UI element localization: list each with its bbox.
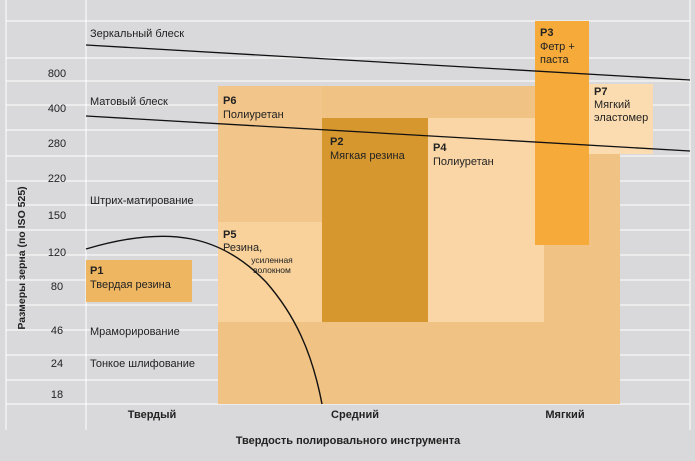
finish-level-label-0: Зеркальный блеск: [90, 28, 184, 40]
finish-level-label-1: Матовый блеск: [90, 96, 168, 108]
hardness-curve: [85, 235, 323, 405]
region-p7-label-1: эластомер: [594, 112, 648, 124]
region-p6: [218, 86, 322, 222]
x-category-label-0: Твердый: [128, 409, 177, 421]
region-p5-label-0: Резина,: [223, 242, 262, 254]
mirror-finish-boundary: [85, 44, 691, 81]
region-p3-id: P3: [540, 27, 553, 39]
region-p1-label-0: Твердая резина: [90, 279, 172, 291]
x-category-label-2: Мягкий: [545, 409, 584, 421]
region-p7-id: P7: [594, 86, 607, 98]
y-tick-label-2: 280: [48, 138, 66, 150]
matte-finish-boundary: [85, 115, 691, 152]
region-p6-id: P6: [223, 95, 236, 107]
y-tick-label-3: 220: [48, 173, 66, 185]
x-category-label-1: Средний: [331, 409, 379, 421]
y-tick-label-9: 18: [51, 389, 63, 401]
region-p3-label-0: Фетр +: [540, 41, 575, 53]
region-p5-label-2: волокном: [253, 265, 291, 275]
region-p6-label-0: Полиуретан: [223, 109, 284, 121]
y-tick-label-5: 120: [48, 247, 66, 259]
region-p5-id: P5: [223, 229, 236, 241]
y-tick-label-4: 150: [48, 210, 66, 222]
x-axis-title: Твердость полировального инструмента: [236, 435, 461, 447]
finish-level-label-4: Тонкое шлифование: [90, 358, 195, 370]
region-p4: [428, 118, 544, 322]
region-p7-label-0: Мягкий: [594, 99, 630, 111]
y-tick-label-6: 80: [51, 281, 63, 293]
tool-regions: [86, 21, 653, 404]
y-tick-label-1: 400: [48, 103, 66, 115]
region-p2-label-0: Мягкая резина: [330, 150, 406, 162]
boundary-lines: [85, 44, 691, 405]
finish-level-label-3: Мраморирование: [90, 326, 180, 338]
region-p4-id: P4: [433, 142, 447, 154]
region-p1: [86, 260, 192, 302]
region-p5: [218, 222, 322, 322]
region-p2: [322, 118, 428, 322]
finish-level-label-2: Штрих-матирование: [90, 195, 194, 207]
y-tick-label-0: 800: [48, 68, 66, 80]
region-p7: [589, 84, 653, 154]
region-p3: [535, 21, 589, 245]
y-tick-label-7: 46: [51, 325, 63, 337]
region-p3-label-1: паста: [540, 54, 569, 66]
region-p5-label-1: усиленная: [251, 255, 293, 265]
region-p1-id: P1: [90, 265, 103, 277]
region-p2-id: P2: [330, 136, 343, 148]
y-tick-label-8: 24: [51, 358, 63, 370]
region-p4-label-0: Полиуретан: [433, 156, 494, 168]
y-axis-title: Размеры зерна (по ISO 525): [16, 186, 28, 329]
